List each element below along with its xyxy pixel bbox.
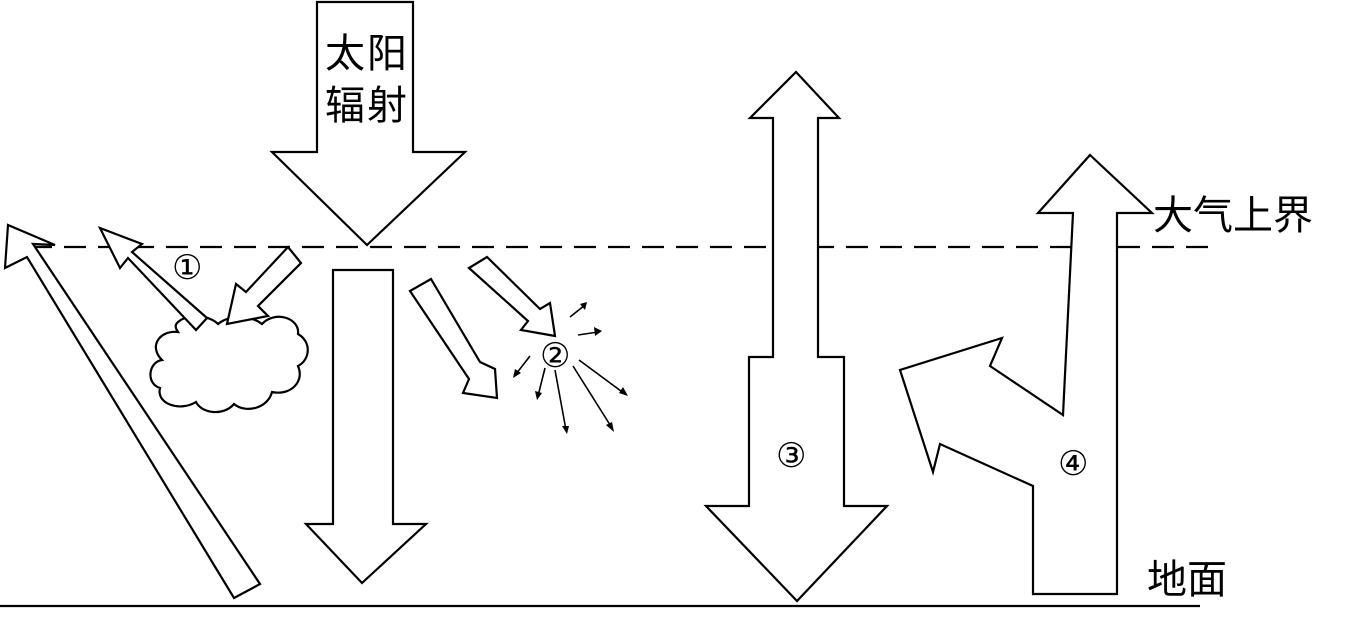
marker-3: ③ (776, 436, 807, 476)
diffuse-arrow-1 (408, 277, 499, 400)
ground-radiation-arrow (703, 70, 890, 603)
solar-radiation-label-line2: 辐射 (325, 83, 409, 129)
solar-radiation-arrow (269, 0, 468, 247)
marker-1: ① (172, 248, 203, 288)
solar-radiation-label-line1: 太阳 (325, 31, 409, 77)
ground-reflection-arrow (3, 223, 262, 600)
atmospheric-radiation-arrow (898, 153, 1155, 596)
scatter-arrow (467, 255, 557, 338)
marker-4: ④ (1058, 444, 1089, 484)
cloud-absorption-arrow (225, 245, 303, 326)
direct-radiation-arrow (303, 268, 429, 585)
ground-label: 地面 (1147, 557, 1227, 603)
upper-atmosphere-label: 大气上界 (1153, 193, 1313, 239)
solar-radiation-label: 太阳 辐射 (317, 28, 417, 132)
cloud-shape (149, 315, 309, 414)
scatter-rays (513, 302, 628, 434)
marker-2: ② (540, 336, 571, 376)
cloud-reflection-arrow (97, 225, 209, 332)
